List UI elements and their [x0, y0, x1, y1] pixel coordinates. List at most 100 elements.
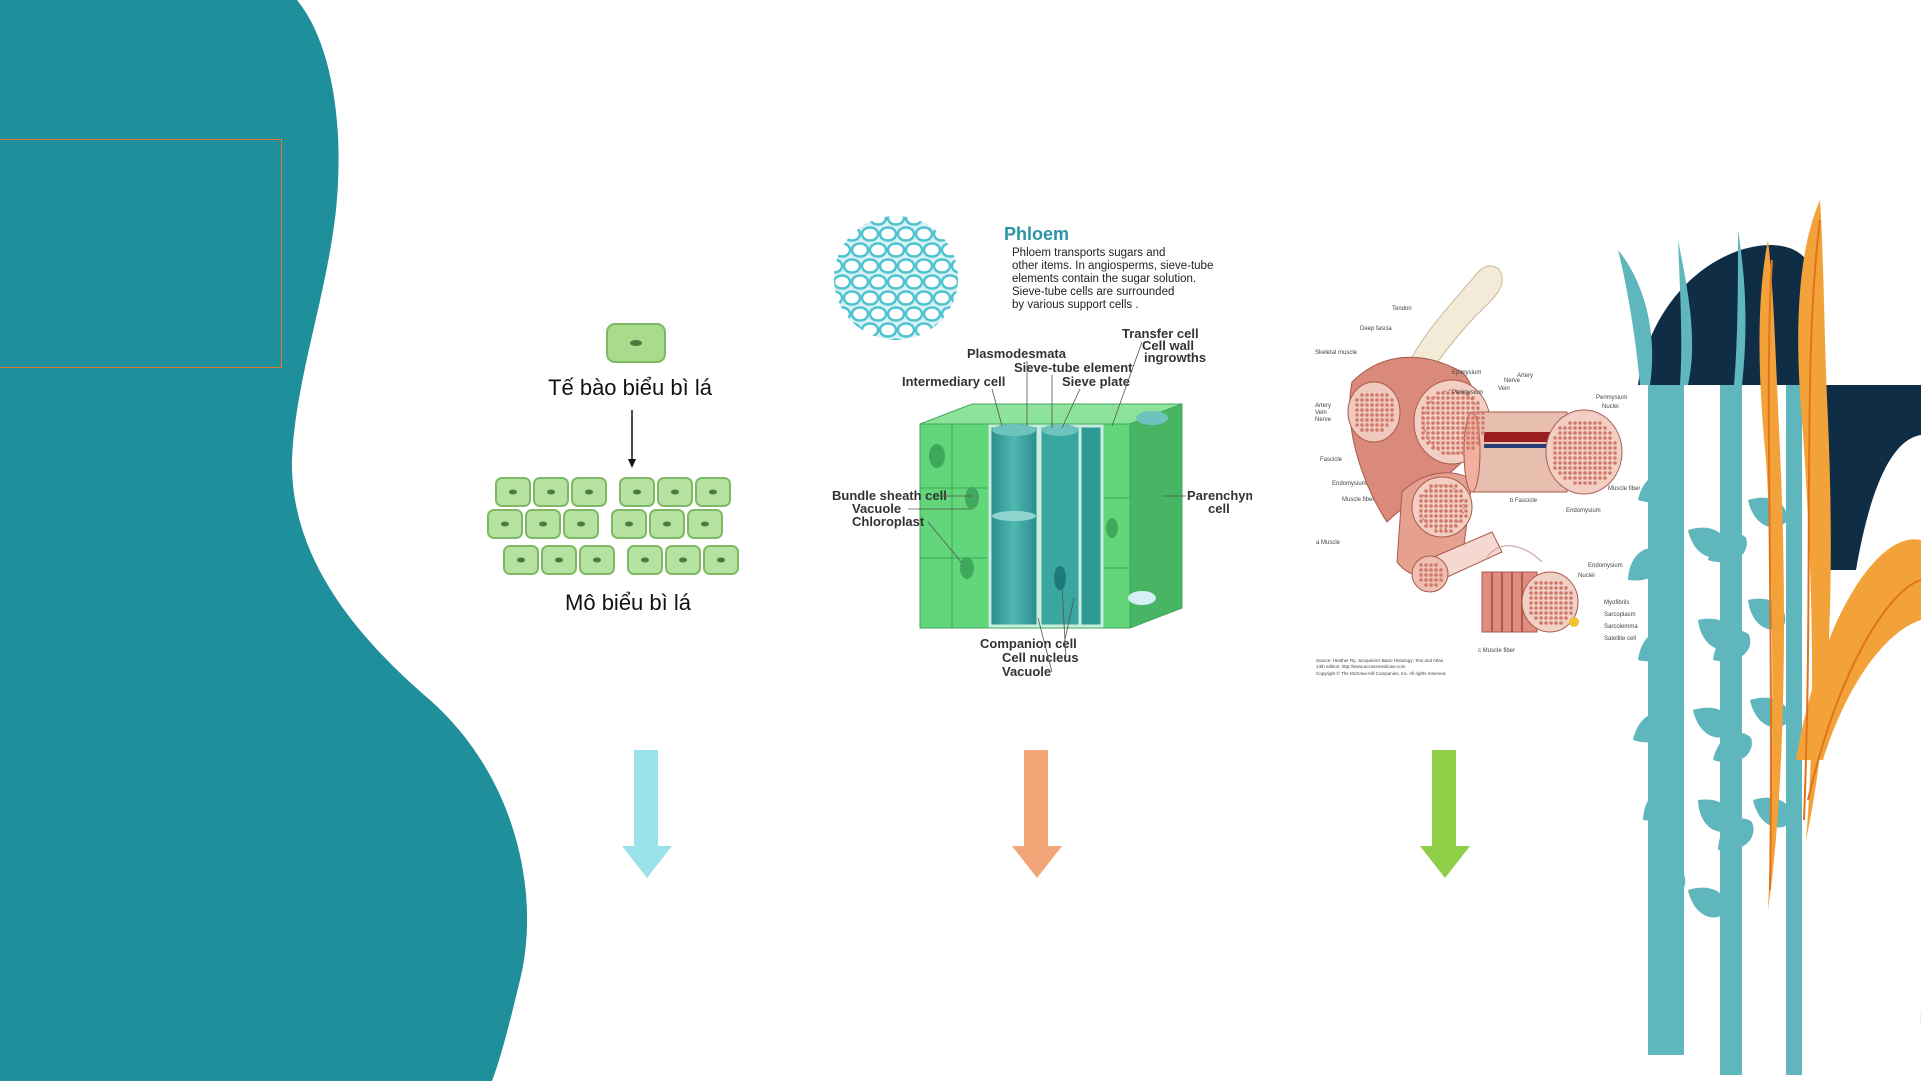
muscle-fiber-dot	[1454, 509, 1458, 513]
muscle-fiber-dot	[1370, 403, 1374, 407]
muscle-fiber-dot	[1573, 436, 1577, 440]
svg-text:Transfer cell: Transfer cell	[1122, 326, 1199, 341]
svg-text:Sarcolemma: Sarcolemma	[1604, 624, 1638, 630]
svg-text:Sieve-tube cells are surrounde: Sieve-tube cells are surrounded	[1012, 286, 1174, 298]
muscle-fiber-dot	[1446, 416, 1450, 420]
muscle-fiber-dot	[1476, 411, 1480, 415]
muscle-fiber-dot	[1598, 436, 1602, 440]
muscle-fiber-dot	[1466, 441, 1470, 445]
muscle-fiber-dot	[1431, 416, 1435, 420]
muscle-fiber-dot	[1451, 431, 1455, 435]
muscle-fiber-dot	[1446, 426, 1450, 430]
svg-text:Sarcoplasm: Sarcoplasm	[1604, 612, 1636, 618]
muscle-fiber-dot	[1553, 456, 1557, 460]
muscle-fiber-dot	[1454, 484, 1458, 488]
muscle-fiber-dot	[1553, 451, 1557, 455]
micrograph-cell	[940, 338, 958, 340]
svg-text:c Muscle fiber: c Muscle fiber	[1478, 648, 1515, 654]
muscle-fiber-dot	[1539, 601, 1543, 605]
muscle-fiber-dot	[1558, 441, 1562, 445]
muscle-fiber-dot	[1583, 426, 1587, 430]
muscle-fiber-dot	[1436, 446, 1440, 450]
muscle-fiber-dot	[1466, 446, 1470, 450]
muscle-fiber-dot	[1558, 461, 1562, 465]
muscle-fiber-dot	[1441, 396, 1445, 400]
svg-text:Vein: Vein	[1315, 410, 1327, 416]
muscle-fiber-dot	[1370, 428, 1374, 432]
muscle-fiber-dot	[1559, 621, 1563, 625]
muscle-fiber-dot	[1431, 426, 1435, 430]
micrograph-cell	[842, 226, 862, 242]
micrograph-cell	[922, 274, 942, 290]
muscle-fiber-dot	[1431, 421, 1435, 425]
muscle-fiber-dot	[1563, 476, 1567, 480]
muscle-fiber-dot	[1444, 514, 1448, 518]
svg-text:Myofibrils: Myofibrils	[1604, 600, 1629, 606]
muscle-fiber-dot	[1439, 578, 1443, 582]
muscle-fiber-dot	[1573, 481, 1577, 485]
micrograph-cell	[940, 274, 958, 290]
micrograph-cell	[834, 322, 844, 338]
muscle-fiber-dot	[1444, 509, 1448, 513]
muscle-fiber-dot	[1439, 484, 1443, 488]
svg-text:Sieve-tube element: Sieve-tube element	[1014, 360, 1133, 375]
phloem-diagram: Phloem Phloem transports sugars and othe…	[812, 198, 1265, 688]
muscle-fiber-dot	[1593, 421, 1597, 425]
muscle-fiber-dot	[1451, 451, 1455, 455]
muscle-fiber-dot	[1421, 426, 1425, 430]
muscle-fiber-dot	[1534, 581, 1538, 585]
muscle-fiber-dot	[1431, 411, 1435, 415]
muscle-fiber-dot	[1434, 514, 1438, 518]
muscle-fiber-dot	[1559, 616, 1563, 620]
muscle-fiber-dot	[1588, 476, 1592, 480]
muscle-fiber-dot	[1441, 411, 1445, 415]
muscle-fiber-dot	[1449, 529, 1453, 533]
muscle-fiber-dot	[1554, 616, 1558, 620]
muscle-fiber-dot	[1529, 601, 1533, 605]
muscle-fiber-dot	[1558, 426, 1562, 430]
cell-nucleus	[679, 557, 687, 563]
cell-nucleus	[539, 521, 547, 527]
muscle-fiber-dot	[1583, 481, 1587, 485]
muscle-fiber-dot	[1613, 451, 1617, 455]
muscle-fiber-dot	[1439, 519, 1443, 523]
muscle-fiber-dot	[1573, 446, 1577, 450]
micrograph-cell	[940, 306, 958, 322]
muscle-fiber-dot	[1446, 406, 1450, 410]
muscle-fiber-dot	[1449, 514, 1453, 518]
muscle-fiber-dot	[1466, 391, 1470, 395]
botanical-decoration	[1618, 200, 1921, 1075]
down-arrow-orange-icon	[1012, 750, 1062, 878]
muscle-fiber-dot	[1461, 426, 1465, 430]
muscle-fiber-dot	[1436, 401, 1440, 405]
muscle-fiber-dot	[1563, 436, 1567, 440]
muscle-fiber-dot	[1598, 441, 1602, 445]
muscle-fiber-dot	[1385, 408, 1389, 412]
muscle-fiber-dot	[1421, 416, 1425, 420]
muscle-fiber-dot	[1569, 601, 1573, 605]
muscle-fiber-dot	[1481, 426, 1485, 430]
muscle-fiber-dot	[1421, 406, 1425, 410]
muscle-fiber-dot	[1588, 456, 1592, 460]
muscle-fiber-dot	[1613, 441, 1617, 445]
muscle-fiber-dot	[1439, 494, 1443, 498]
muscle-fiber-dot	[1466, 436, 1470, 440]
muscle-fiber-dot	[1375, 423, 1379, 427]
micrograph-cell	[922, 306, 942, 322]
muscle-diagram: Tendon Deep fascia Skeletal muscle Epimy…	[1312, 262, 1652, 682]
muscle-fiber-dot	[1544, 581, 1548, 585]
muscle-fiber-dot	[1554, 591, 1558, 595]
muscle-fiber-dot	[1603, 436, 1607, 440]
micrograph-cell	[904, 216, 924, 226]
svg-text:Artery: Artery	[1315, 403, 1331, 409]
muscle-fiber-dot	[1461, 451, 1465, 455]
svg-text:Chloroplast: Chloroplast	[852, 514, 925, 529]
muscle-fiber-dot	[1434, 499, 1438, 503]
muscle-fiber-dot	[1421, 421, 1425, 425]
micrograph-cell	[932, 290, 952, 306]
cell-nucleus	[625, 521, 633, 527]
muscle-fiber-dot	[1451, 401, 1455, 405]
muscle-fiber-dot	[1569, 591, 1573, 595]
svg-text:Perimysium: Perimysium	[1596, 395, 1627, 401]
muscle-fiber-dot	[1375, 403, 1379, 407]
